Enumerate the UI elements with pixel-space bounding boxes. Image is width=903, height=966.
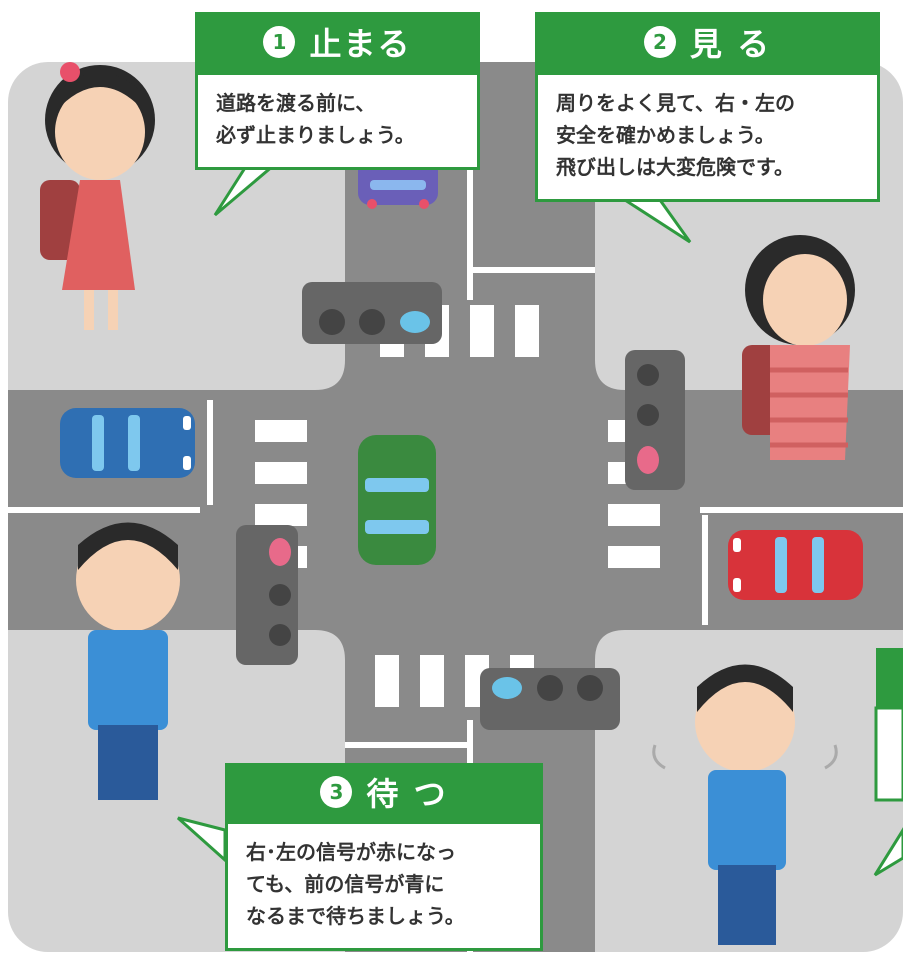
callout-look-line-2: 安全を確かめましょう。 [556, 123, 775, 147]
callout-wait-header: 3 待 つ [225, 763, 543, 821]
callout-look-header: 2 見 る [535, 12, 880, 72]
boy-waiting-figure [76, 522, 180, 800]
callout-look-line-1: 周りをよく見て、右・左の [556, 91, 795, 115]
callout-look-title: 見 る [689, 25, 772, 63]
girl-stopping-figure [40, 62, 155, 330]
boy-looking-around-figure [652, 664, 838, 945]
callout-look-body: 周りをよく見て、右・左の 安全を確かめましょう。 飛び出しは大変危険です。 [535, 72, 880, 202]
callout-wait-line-1: 右･左の信号が赤になっ [246, 840, 456, 864]
car-blue [60, 408, 195, 478]
step-number-badge: 2 [643, 26, 676, 58]
girl-looking-figure [742, 235, 855, 460]
traffic-signal-left [236, 525, 298, 665]
callout-4-partial [873, 648, 903, 877]
car-red [728, 530, 863, 600]
callout-stop-line-2: 必ず止まりましょう。 [216, 123, 415, 147]
callout-stop-header: 1 止まる [195, 12, 480, 72]
step-number-badge: 1 [263, 26, 296, 58]
car-green [358, 435, 436, 565]
traffic-signal-right [625, 350, 685, 490]
callout-wait-line-3: なるまで待ちましょう。 [246, 904, 465, 928]
callout-look-line-3: 飛び出しは大変危険です。 [556, 155, 794, 179]
callout-wait-title: 待 つ [366, 775, 448, 813]
step-number-badge: 3 [320, 776, 353, 808]
callout-wait-body: 右･左の信号が赤になっ ても、前の信号が青に なるまで待ちましょう。 [225, 821, 543, 951]
callout-stop-body: 道路を渡る前に、 必ず止まりましょう。 [195, 72, 480, 170]
callout-wait-line-2: ても、前の信号が青に [246, 872, 445, 896]
traffic-signal-bottom [480, 668, 620, 730]
callout-stop-line-1: 道路を渡る前に、 [216, 91, 376, 115]
callout-stop-title: 止まる [309, 25, 412, 63]
traffic-signal-top [302, 282, 442, 344]
